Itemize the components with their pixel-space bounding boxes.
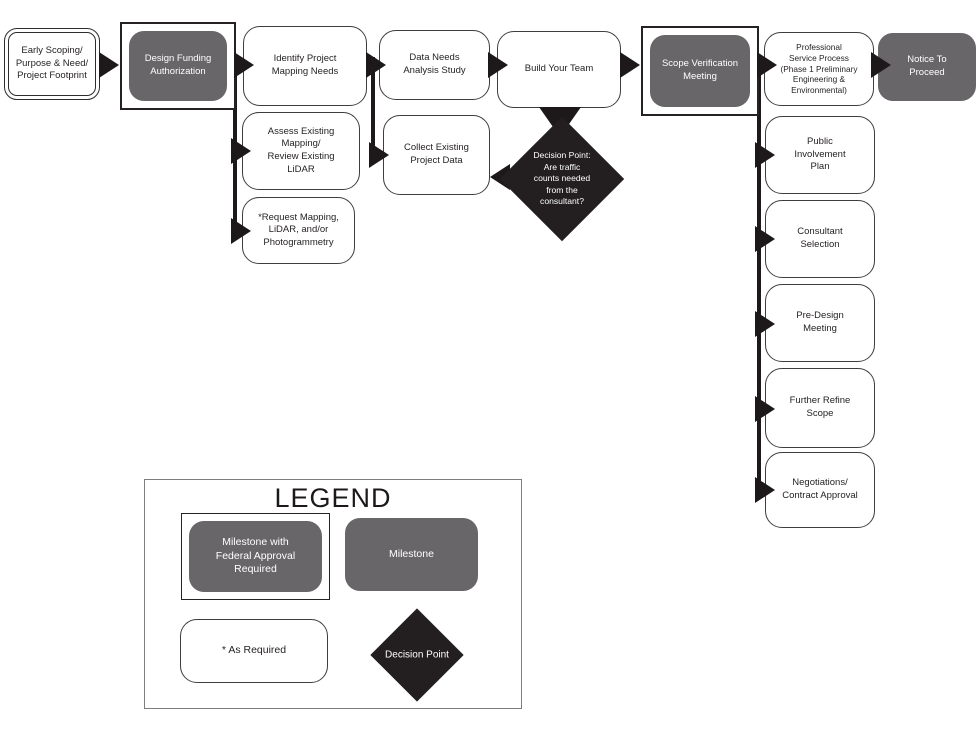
identify-mapping-label: Identify Project Mapping Needs <box>271 53 339 77</box>
flow-node-consultant-selection: Consultant Selection <box>765 200 875 278</box>
flow-node-data-needs: Data Needs Analysis Study <box>379 30 490 100</box>
professional-service-label: Professional Service Process (Phase 1 Pr… <box>780 42 858 96</box>
flow-node-request-mapping: *Request Mapping, LiDAR, and/or Photogra… <box>242 197 355 264</box>
flow-node-further-refine: Further Refine Scope <box>765 368 875 448</box>
arrow-branch-to-collect <box>369 142 389 168</box>
connector-line-scope-branch <box>757 57 761 493</box>
arrow-professional-to-notice <box>871 52 891 78</box>
arrow-data-needs-to-build-team <box>488 52 508 78</box>
legend-as-required-label: * As Required <box>221 644 287 657</box>
flow-node-scope-verification: Scope Verification Meeting <box>650 35 750 107</box>
flow-node-professional-service: Professional Service Process (Phase 1 Pr… <box>764 32 874 106</box>
flow-node-design-funding-frame: Design Funding Authorization <box>120 22 236 110</box>
legend-milestone-federal-label: Milestone with Federal Approval Required <box>215 535 296 576</box>
consultant-selection-label: Consultant Selection <box>797 226 843 250</box>
legend-item-milestone-federal: Milestone with Federal Approval Required <box>189 521 322 592</box>
early-scoping-label: Early Scoping/ Purpose & Need/ Project F… <box>15 45 89 82</box>
notice-proceed-label: Notice To Proceed <box>907 54 947 78</box>
arrow-early-to-design-funding <box>99 52 119 78</box>
flow-node-build-team: Build Your Team <box>497 31 621 108</box>
arrow-branch-to-request <box>231 218 251 244</box>
arrow-build-team-to-scope <box>620 52 640 78</box>
arrow-branch-to-assess <box>231 138 251 164</box>
legend-item-milestone-federal-frame: Milestone with Federal Approval Required <box>181 513 330 600</box>
data-needs-label: Data Needs Analysis Study <box>403 52 466 76</box>
arrow-branch-to-pre-design <box>755 311 775 337</box>
flow-node-assess-existing: Assess Existing Mapping/ Review Existing… <box>242 112 360 190</box>
further-refine-label: Further Refine Scope <box>789 395 851 419</box>
connector-line-identify-branch <box>371 57 375 157</box>
public-involvement-label: Public Involvement Plan <box>794 136 846 173</box>
request-mapping-label: *Request Mapping, LiDAR, and/or Photogra… <box>258 211 339 248</box>
decision-traffic-label: Decision Point: Are traffic counts neede… <box>533 150 591 207</box>
arrow-branch-to-public-involvement <box>755 142 775 168</box>
flow-node-early-scoping: Early Scoping/ Purpose & Need/ Project F… <box>4 28 100 100</box>
flow-node-decision-traffic: Decision Point: Are traffic counts neede… <box>499 116 625 242</box>
flow-node-design-funding: Design Funding Authorization <box>129 31 227 101</box>
legend-title: LEGEND <box>274 483 392 513</box>
arrow-design-funding-to-identify <box>234 52 254 78</box>
early-scoping-inner-border: Early Scoping/ Purpose & Need/ Project F… <box>8 32 96 96</box>
scope-verification-label: Scope Verification Meeting <box>661 58 739 82</box>
arrow-identify-to-data-needs <box>366 52 386 78</box>
legend-item-as-required: * As Required <box>180 619 328 683</box>
legend-item-milestone: Milestone <box>345 518 478 591</box>
design-funding-label: Design Funding Authorization <box>144 53 212 77</box>
flow-node-scope-verification-frame: Scope Verification Meeting <box>641 26 759 116</box>
negotiations-label: Negotiations/ Contract Approval <box>782 477 858 501</box>
arrow-branch-to-negotiations <box>755 477 775 503</box>
collect-existing-label: Collect Existing Project Data <box>404 142 469 166</box>
flow-node-pre-design: Pre-Design Meeting <box>765 284 875 362</box>
flow-node-public-involvement: Public Involvement Plan <box>765 116 875 194</box>
legend-decision-point-label: Decision Point <box>385 649 449 661</box>
arrow-branch-to-further-refine <box>755 396 775 422</box>
assess-existing-label: Assess Existing Mapping/ Review Existing… <box>267 125 335 175</box>
flow-node-identify-mapping: Identify Project Mapping Needs <box>243 26 367 106</box>
pre-design-label: Pre-Design Meeting <box>796 310 844 334</box>
flow-node-collect-existing: Collect Existing Project Data <box>383 115 490 195</box>
build-team-label: Build Your Team <box>524 63 594 75</box>
legend-milestone-label: Milestone <box>389 547 434 560</box>
arrow-branch-to-consultant-selection <box>755 226 775 252</box>
flow-node-notice-proceed: Notice To Proceed <box>878 33 976 101</box>
flow-node-negotiations: Negotiations/ Contract Approval <box>765 452 875 528</box>
arrow-scope-to-professional <box>757 52 777 78</box>
